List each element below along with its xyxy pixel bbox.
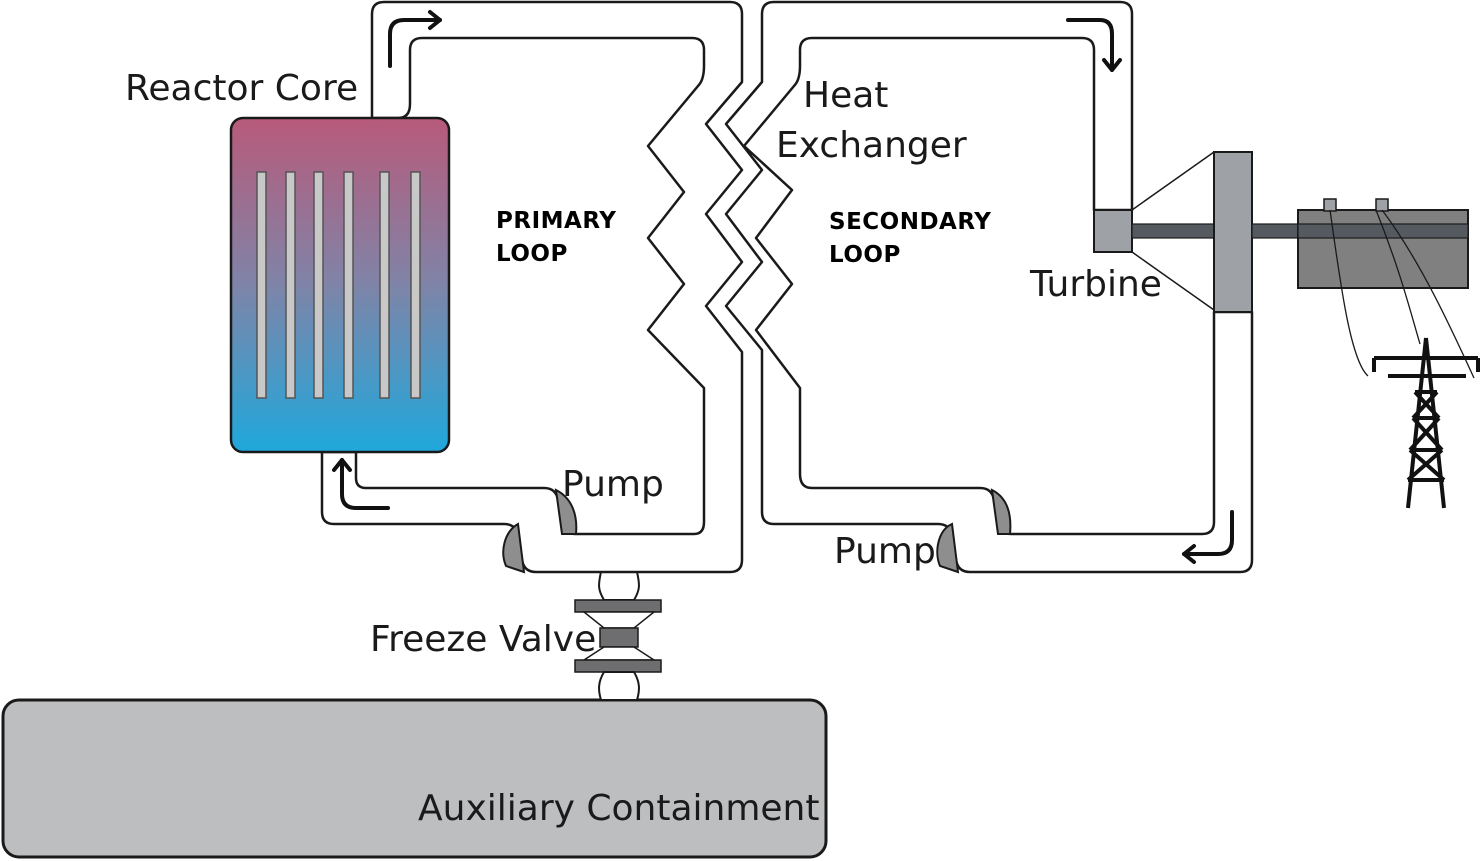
secondary-pump-lower xyxy=(936,522,960,574)
secondary-pump-label: Pump xyxy=(834,531,936,572)
curved-flow-arrow-icon xyxy=(1182,510,1234,564)
curved-flow-arrow-icon xyxy=(388,10,442,68)
heat-exchanger-label-line1: Heat xyxy=(803,75,888,116)
primary-loop-label-line1: PRIMARY xyxy=(496,208,616,234)
reactor-core-label: Reactor Core xyxy=(125,68,358,109)
fuel-rod xyxy=(343,171,354,399)
turbine-label: Turbine xyxy=(1029,264,1162,305)
transmission-tower-icon xyxy=(1372,337,1480,509)
auxiliary-containment-label: Auxiliary Containment xyxy=(418,788,819,829)
fuel-rod xyxy=(410,171,421,399)
generator xyxy=(1297,198,1475,379)
primary-pump-upper xyxy=(554,488,578,535)
primary-loop-pipe xyxy=(320,0,744,574)
secondary-loop-label-line1: SECONDARY xyxy=(829,209,991,235)
heat-exchanger-label-line2: Exchanger xyxy=(776,125,967,166)
fuel-rod xyxy=(285,171,296,399)
fuel-rod xyxy=(313,171,324,399)
primary-pump-lower xyxy=(502,522,526,574)
primary-pump-label: Pump xyxy=(562,464,664,505)
fuel-rod xyxy=(256,171,267,399)
fuel-rods xyxy=(256,171,421,399)
freeze-valve-label: Freeze Valve xyxy=(370,619,596,660)
curved-flow-arrow-icon xyxy=(1066,18,1122,72)
secondary-loop-label-line2: LOOP xyxy=(829,242,901,268)
curved-flow-arrow-icon xyxy=(332,458,390,510)
turbine xyxy=(1093,151,1303,313)
auxiliary-containment-tank xyxy=(1,698,828,859)
freeze-valve xyxy=(574,571,662,701)
secondary-pump-upper xyxy=(990,488,1012,535)
fuel-rod xyxy=(379,171,390,399)
primary-loop-label-line2: LOOP xyxy=(496,241,568,267)
